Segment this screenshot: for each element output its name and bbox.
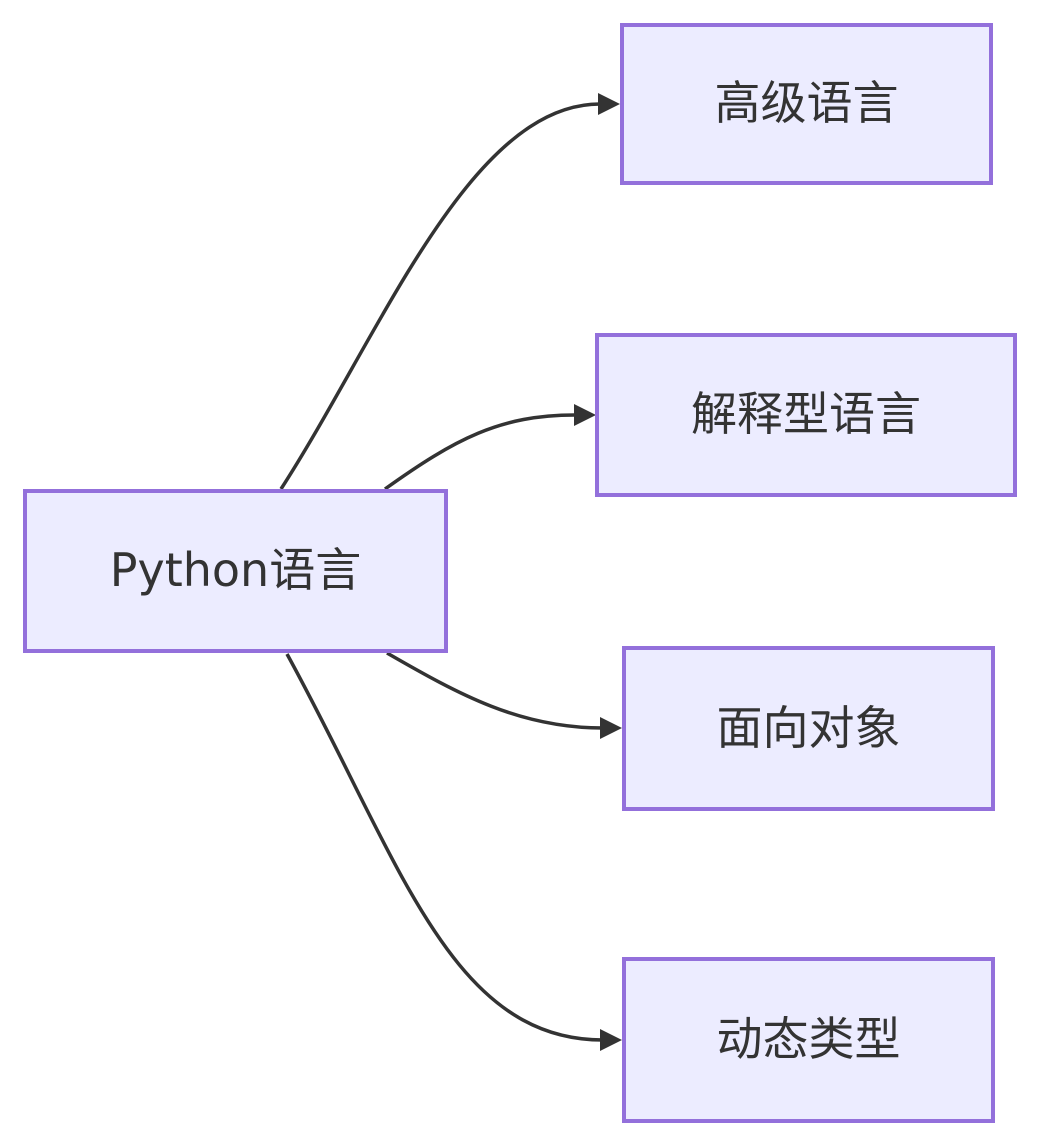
edge-python-to-dynamic-typing [285,653,604,1042]
edge-python-to-object-oriented [386,651,604,730]
node-python: Python语言 [23,489,448,653]
node-high-level-label: 高级语言 [714,76,899,131]
arrowhead-high-level-icon [598,93,620,115]
edge-python-to-high-level [279,102,601,490]
arrowhead-dynamic-typing-icon [600,1029,622,1051]
node-interpreted: 解释型语言 [595,333,1017,497]
node-python-label: Python语言 [109,543,362,598]
arrowhead-object-oriented-icon [600,717,622,739]
arrowhead-interpreted-icon [574,404,596,426]
node-interpreted-label: 解释型语言 [691,387,921,442]
node-object-oriented: 面向对象 [622,646,995,811]
node-object-oriented-label: 面向对象 [716,700,901,755]
node-dynamic-typing-label: 动态类型 [716,1012,901,1067]
edge-python-to-interpreted [383,413,576,491]
node-dynamic-typing: 动态类型 [622,957,995,1123]
node-high-level: 高级语言 [620,23,993,185]
